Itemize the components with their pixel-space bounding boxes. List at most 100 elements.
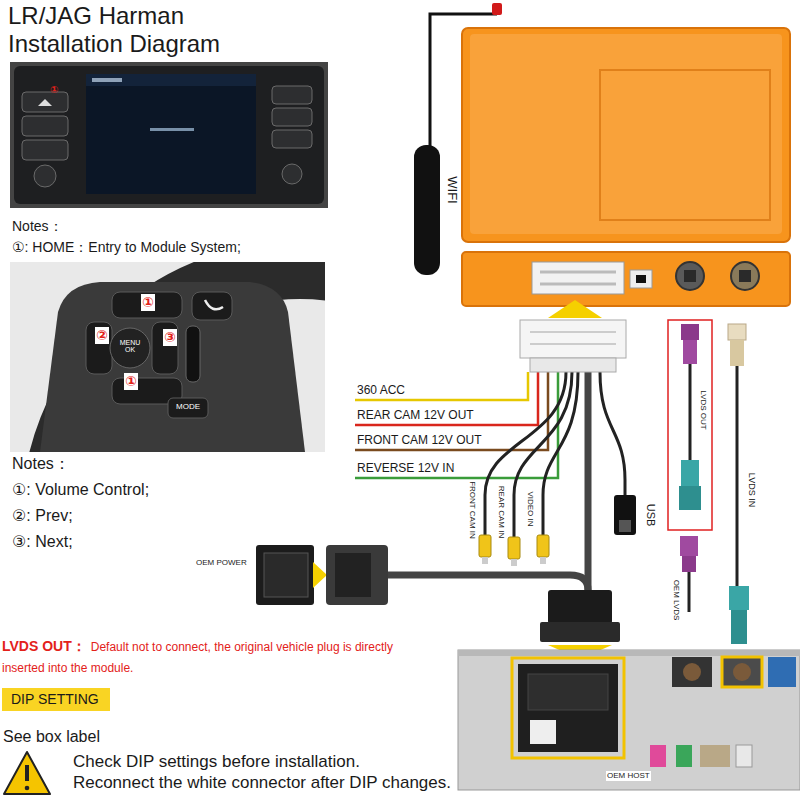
small-port-hole: [636, 275, 646, 283]
highlight-frame: [512, 658, 624, 758]
screen-bar: [86, 74, 256, 86]
mode-button: [168, 398, 208, 418]
home-icon: [38, 99, 52, 106]
usb-cable: [600, 372, 625, 495]
fakra-plug: [729, 586, 749, 610]
part-label: OEM HOST: [606, 771, 651, 781]
host-ledge: [458, 650, 800, 656]
rca-plug: [508, 537, 520, 559]
fakra-plug: [681, 460, 699, 486]
main-cable: [585, 372, 592, 590]
screen-photo: [10, 62, 328, 208]
host-case: [458, 650, 800, 790]
port-label: LVDS IN: [747, 473, 756, 507]
phone-button: [192, 292, 232, 320]
rca-plug: [537, 535, 549, 557]
menu-button: [110, 328, 150, 368]
fakra-socket: [676, 262, 704, 290]
fakra-socket: [768, 657, 796, 687]
callout-number: ①: [141, 294, 155, 311]
small-socket: [650, 745, 666, 767]
rca-plug: [479, 535, 491, 557]
oem-host: [458, 650, 800, 790]
oem-power-plug: [256, 545, 388, 605]
module-face: [470, 34, 782, 234]
note-text: ①: Volume Control;: [12, 480, 149, 499]
wire-brown: [355, 372, 548, 450]
wire-yellow: [355, 372, 528, 400]
port-label: VIDEO IN: [526, 491, 534, 526]
warning-block: LVDS OUT：Default not to connect, the ori…: [2, 636, 432, 678]
note-text: See box label: [3, 727, 100, 746]
note-text: ①: HOME：Entry to Module System;: [12, 239, 241, 256]
phone-icon: [205, 300, 223, 309]
fakra-plug: [679, 486, 701, 510]
wire-label: REAR CAM 12V OUT: [357, 408, 474, 422]
host-plug: [548, 590, 612, 624]
fakra-core: [739, 270, 751, 282]
lvds-out-frame: [668, 320, 712, 530]
wheel-spoke: [40, 282, 305, 452]
warning-text: Reconnect the white connector after DIP …: [72, 773, 452, 793]
power-plug: [256, 545, 314, 605]
callout-number: ②: [95, 327, 109, 344]
host-connector: [518, 664, 618, 752]
wire-label: REVERSE 12V IN: [357, 461, 454, 475]
right-button: [152, 322, 178, 374]
module-top: [462, 28, 790, 242]
wire-green: [355, 372, 558, 478]
callout-number: ①: [124, 373, 138, 390]
photo-frame: [10, 62, 328, 208]
fakra-core: [733, 663, 751, 681]
module-front: [462, 252, 790, 306]
small-port: [630, 270, 652, 288]
side-button: [272, 86, 312, 104]
fakra-core: [683, 663, 701, 681]
side-button: [272, 108, 312, 126]
warning-mark: [25, 765, 29, 781]
port-label: OEM POWER: [196, 558, 247, 568]
warning-heading: LVDS OUT：: [2, 638, 86, 654]
power-socket: [326, 545, 388, 605]
wire-label: FRONT CAM 12V OUT: [357, 433, 481, 447]
small-socket: [700, 745, 730, 767]
antenna-body: [414, 145, 440, 275]
host-plug-base: [540, 622, 620, 642]
fakra-socket: [731, 262, 759, 290]
rca-tip: [511, 559, 517, 566]
wire-red: [355, 372, 538, 425]
scroll-wheel: [186, 326, 200, 382]
rca-tip: [482, 557, 488, 564]
port-label: REAR CAM IN: [497, 486, 505, 538]
fakra-plug: [680, 536, 698, 556]
white-plug: [520, 320, 626, 358]
screen-ui: [150, 128, 194, 131]
insert-arrow: [548, 300, 602, 318]
side-button: [22, 140, 68, 160]
round-button: [34, 165, 56, 187]
warning-icon: [4, 752, 50, 794]
screen: [86, 74, 256, 194]
insert-arrow: [313, 562, 327, 588]
port-label: USB: [645, 504, 656, 527]
socket-pins: [540, 272, 616, 284]
fakra-core: [684, 270, 696, 282]
power-plug-face: [264, 553, 308, 597]
note-text: ②: Prev;: [12, 506, 73, 525]
note-heading: Notes：: [12, 454, 70, 473]
callout-number: ①: [50, 84, 58, 96]
port-label: OEM LVDS: [672, 580, 680, 621]
white-socket: [532, 262, 624, 294]
home-button: [22, 92, 68, 112]
side-button: [272, 130, 312, 148]
power-cable: [386, 575, 588, 590]
usb-socket: [614, 495, 636, 535]
left-button: [86, 322, 112, 374]
warning-dot: [25, 786, 30, 791]
fakra-socket: [672, 657, 712, 687]
warning-triangle: [4, 752, 50, 794]
callout-number: ③: [163, 329, 177, 346]
harness: [355, 320, 636, 659]
